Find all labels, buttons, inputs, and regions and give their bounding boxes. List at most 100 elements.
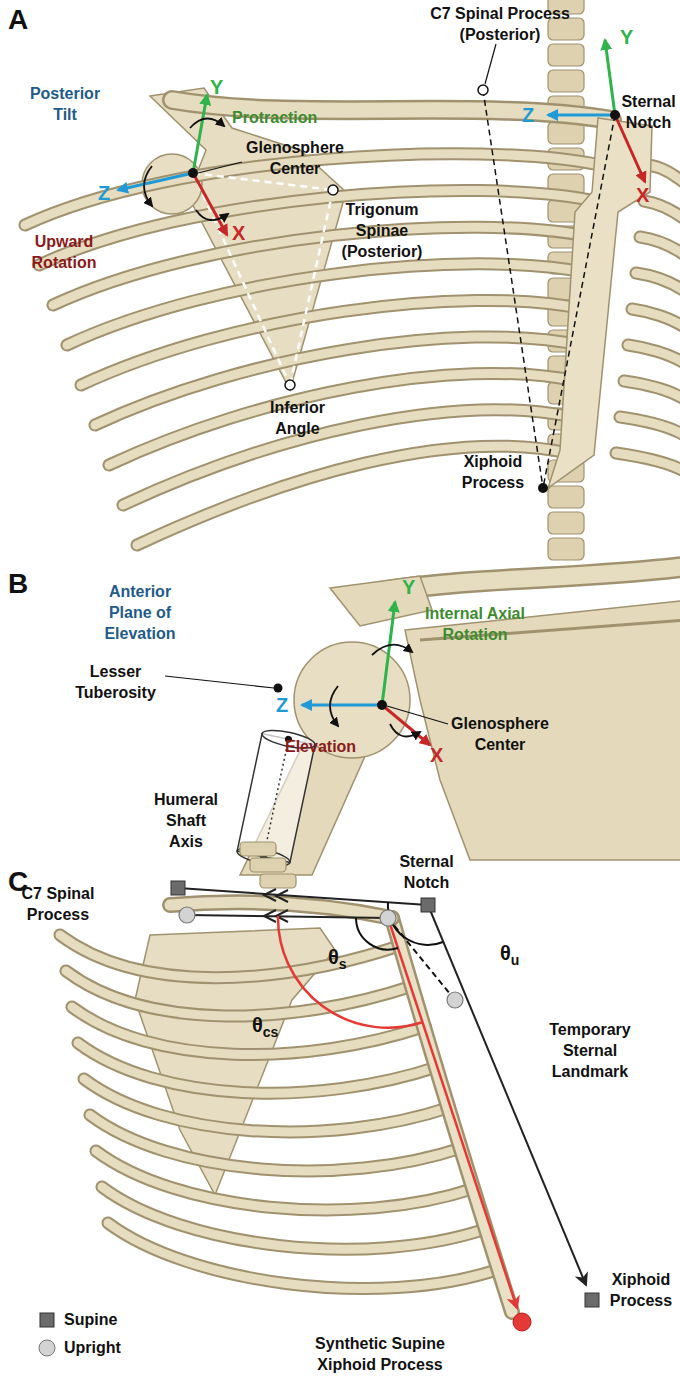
landmark-label: Xiphoid Process	[604, 1270, 678, 1312]
thorax-plane-line	[483, 90, 543, 488]
supine-marker	[171, 881, 185, 895]
greek-letter: θ	[328, 946, 339, 968]
x-axis-arrow	[382, 705, 430, 745]
axis-label: X	[636, 182, 660, 208]
upright-marker	[39, 1340, 55, 1356]
rib-outline	[640, 237, 680, 259]
rib	[66, 971, 413, 1016]
landmark-point	[610, 110, 620, 120]
synthetic-marker	[513, 1313, 531, 1331]
rib	[102, 1187, 486, 1249]
rib	[123, 410, 572, 505]
rib	[137, 446, 568, 545]
axis-label: Z	[522, 102, 546, 128]
landmark-label: Lesser Tuberosity	[68, 662, 163, 704]
supine-marker	[40, 1313, 54, 1327]
vertebra	[548, 44, 584, 66]
rotation-label: Protraction	[232, 108, 352, 129]
axis-label: Z	[276, 692, 300, 718]
rib-outline	[60, 935, 401, 978]
z-axis-arrow	[302, 704, 382, 707]
landmark-point	[285, 380, 295, 390]
subscript: s	[339, 956, 347, 972]
landmark-label: Humeral Shaft Axis	[150, 790, 222, 852]
rib-outline	[108, 1223, 498, 1289]
vertebra	[548, 486, 584, 508]
landmark-point	[377, 700, 387, 710]
rib-outline	[137, 446, 568, 545]
rotation-arrow	[190, 118, 224, 128]
axis-label: Y	[210, 74, 234, 100]
rotation-label: Elevation	[285, 737, 385, 758]
thorax-plane-line	[543, 115, 615, 488]
leader-line	[165, 676, 274, 688]
rib-outline	[96, 1151, 474, 1210]
upright-marker	[447, 992, 463, 1008]
synthetic-sternum-line	[388, 918, 517, 1308]
rib-outline	[78, 1043, 437, 1093]
landmark-label: Trigonum Spinae (Posterior)	[332, 200, 432, 262]
angle-label: θcs	[252, 1012, 302, 1041]
rotation-label: Posterior Tilt	[20, 84, 110, 126]
spine	[240, 842, 296, 888]
rotation-arrow	[196, 210, 228, 220]
axis-label: Z	[98, 180, 122, 206]
upright-marker	[380, 910, 396, 926]
shaft-axis-line	[264, 739, 289, 856]
landmark-label: Sternal Notch	[617, 92, 680, 134]
rib-outline	[66, 971, 413, 1016]
rotation-label: Upward Rotation	[14, 232, 114, 274]
sternum	[548, 118, 652, 488]
legend-swatch	[38, 1339, 56, 1357]
scapula-plane-line	[290, 190, 333, 385]
legend-text: Supine	[64, 1311, 117, 1329]
rib	[72, 1007, 425, 1054]
rib-outline	[648, 165, 680, 187]
landmark-label: C7 Spinal Process (Posterior)	[420, 4, 580, 46]
rotation-arrow	[144, 166, 152, 206]
supine-marker	[421, 898, 435, 912]
rib	[636, 273, 680, 295]
landmark-label: Glenosphere Center	[445, 714, 555, 756]
rotation-arrow	[372, 645, 412, 655]
rib	[648, 165, 680, 187]
rib-outline	[624, 381, 680, 403]
landmark-point	[328, 185, 338, 195]
rotation-label: Anterior Plane of Elevation	[95, 582, 185, 644]
landmark-label: Inferior Angle	[255, 398, 340, 440]
rib-outline	[632, 309, 680, 331]
rib	[624, 381, 680, 403]
legend-entry: Supine	[38, 1311, 117, 1329]
leader-line	[198, 162, 242, 173]
legend-swatch	[38, 1311, 56, 1329]
supine-sternum-line	[428, 905, 586, 1285]
rib-outline	[628, 345, 680, 367]
clavicle-outline	[170, 902, 392, 918]
legend-entry: Upright	[38, 1339, 121, 1357]
rib	[620, 417, 680, 439]
rib	[78, 1043, 437, 1093]
rib-outline	[72, 1007, 425, 1054]
rib-outline	[620, 417, 680, 439]
x-axis-arrow	[193, 173, 227, 235]
vertebra	[250, 858, 286, 872]
rib-outline	[102, 1187, 486, 1249]
vertebra	[260, 874, 296, 888]
landmark-point	[538, 483, 548, 493]
clavicle	[170, 902, 392, 918]
rib	[90, 1115, 462, 1171]
panel-b-illustration	[165, 566, 680, 875]
rotation-arrow	[390, 724, 420, 737]
direction-chevron	[264, 910, 288, 922]
upright-thorax-line	[187, 915, 388, 918]
axis-label: X	[232, 220, 256, 246]
z-axis-arrow	[118, 173, 193, 190]
axis-label: X	[430, 742, 454, 768]
landmark-point	[188, 168, 198, 178]
scapula	[405, 600, 680, 860]
landmark-label: Glenosphere Center	[240, 138, 350, 180]
angle-label: θs	[328, 944, 368, 973]
rib-outline	[123, 410, 572, 505]
